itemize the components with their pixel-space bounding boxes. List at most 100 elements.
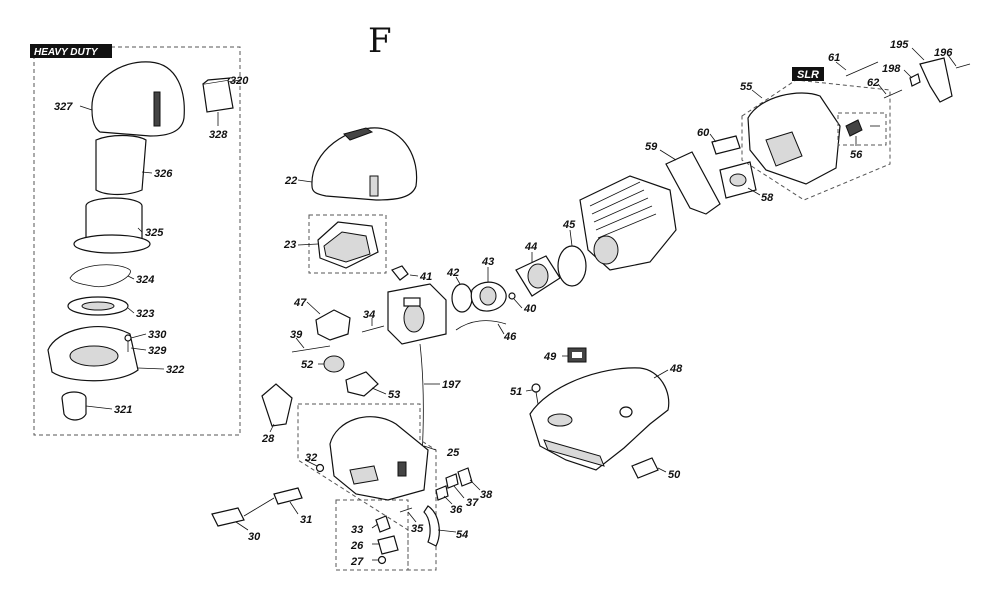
part-55-outlet (765, 131, 803, 167)
leader-25 (423, 445, 437, 451)
callout-37: 37 (466, 497, 479, 509)
leader-39 (295, 337, 305, 349)
callout-47: 47 (293, 297, 307, 309)
cylinder-intake-port (593, 235, 619, 265)
callout-329: 329 (148, 345, 167, 357)
callout-60: 60 (697, 127, 710, 139)
callout-320: 320 (230, 75, 249, 87)
heavy-duty-tag (30, 44, 112, 58)
part-45-gasket (557, 245, 587, 287)
part-33-part (375, 515, 391, 533)
leader-195 (911, 47, 925, 61)
callout-324: 324 (136, 274, 154, 286)
housing-group: 28 (211, 383, 493, 571)
part-325-base (73, 234, 151, 254)
part-52-grommet (323, 355, 345, 373)
part-51-screw-head (531, 383, 541, 393)
part-51-screw-shank (535, 391, 539, 405)
leader-324 (127, 275, 135, 280)
part-327-filter-cover (91, 61, 185, 137)
part-26-dashed-box (335, 499, 409, 571)
callout-46: 46 (503, 331, 517, 343)
part-321-fitting-body (61, 397, 87, 421)
part-322-recess (69, 345, 119, 367)
leader-320 (227, 79, 241, 83)
carburetor-lever (403, 297, 421, 307)
callout-48: 48 (669, 363, 683, 375)
section-letter: F (368, 21, 392, 61)
callout-30: 30 (248, 531, 261, 543)
leader-58 (747, 187, 761, 196)
part-53-plate (345, 371, 379, 397)
connector-30-31 (243, 497, 275, 517)
callout-59: 59 (645, 141, 658, 153)
part-32-screw (315, 463, 325, 473)
callout-27: 27 (350, 556, 364, 568)
leader-23 (297, 243, 319, 246)
callout-58: 58 (761, 192, 774, 204)
part-56-screen (845, 119, 863, 137)
leader-40 (513, 298, 523, 309)
part-58-hole (729, 173, 747, 187)
leader-325 (137, 227, 143, 233)
callout-50: 50 (668, 469, 681, 481)
leader-61 (835, 61, 847, 71)
callout-62: 62 (867, 77, 879, 89)
callout-34: 34 (363, 309, 375, 321)
slr-tag (792, 67, 824, 81)
part-197-fuel-line (419, 343, 424, 457)
leader-28 (269, 423, 275, 433)
leader-326 (141, 171, 153, 174)
part-23-filter-pad (323, 231, 371, 263)
callout-321: 321 (114, 404, 132, 416)
callout-42: 42 (446, 267, 459, 279)
callout-44: 44 (524, 241, 537, 253)
callout-53: 53 (388, 389, 400, 401)
callout-61: 61 (828, 52, 840, 64)
callout-36: 36 (450, 504, 463, 516)
part-26-part (377, 535, 399, 555)
part-30-part (211, 507, 245, 527)
part-22-vent (343, 127, 374, 141)
callout-197: 197 (442, 379, 461, 391)
leader-329 (130, 347, 147, 351)
heavy-duty-dashed-box (33, 46, 241, 436)
callout-51: 51 (510, 386, 522, 398)
leader-327 (79, 105, 93, 111)
part-54-tube (423, 505, 440, 547)
part-330-screw-head (124, 334, 132, 342)
leader-50 (657, 467, 667, 473)
leader-32 (304, 459, 318, 467)
leader-30 (235, 521, 249, 531)
part-61-bolt (845, 61, 879, 77)
part-25-dashed-outline (297, 403, 437, 571)
leader-47 (306, 301, 321, 315)
part-28-bracket (261, 383, 293, 427)
leader-62 (877, 83, 887, 95)
part-56-dashed-box (837, 112, 887, 146)
callout-325: 325 (145, 227, 164, 239)
callout-33: 33 (351, 524, 363, 536)
slr-tag-label: SLR (797, 69, 819, 81)
cylinder-group: 59 58 60 (579, 127, 774, 271)
part-25-slot (397, 461, 407, 477)
leader-37 (453, 485, 465, 499)
leader-48 (653, 369, 669, 379)
callout-326: 326 (154, 168, 173, 180)
callout-43: 43 (481, 256, 494, 268)
leader-53 (371, 387, 387, 395)
callout-23: 23 (283, 239, 296, 251)
intake-group: 42 43 40 44 45 46 (446, 219, 587, 343)
part-35-screw (399, 507, 413, 513)
callout-35: 35 (411, 523, 424, 535)
cylinder-body (579, 175, 677, 271)
part-62-bolt (883, 89, 903, 99)
callout-39: 39 (290, 329, 303, 341)
leader-196 (947, 54, 957, 67)
part-34-stud (361, 325, 385, 333)
leader-42 (455, 276, 461, 285)
leader-35 (407, 511, 417, 523)
callout-327: 327 (54, 101, 73, 113)
part-41-nut (391, 265, 409, 281)
